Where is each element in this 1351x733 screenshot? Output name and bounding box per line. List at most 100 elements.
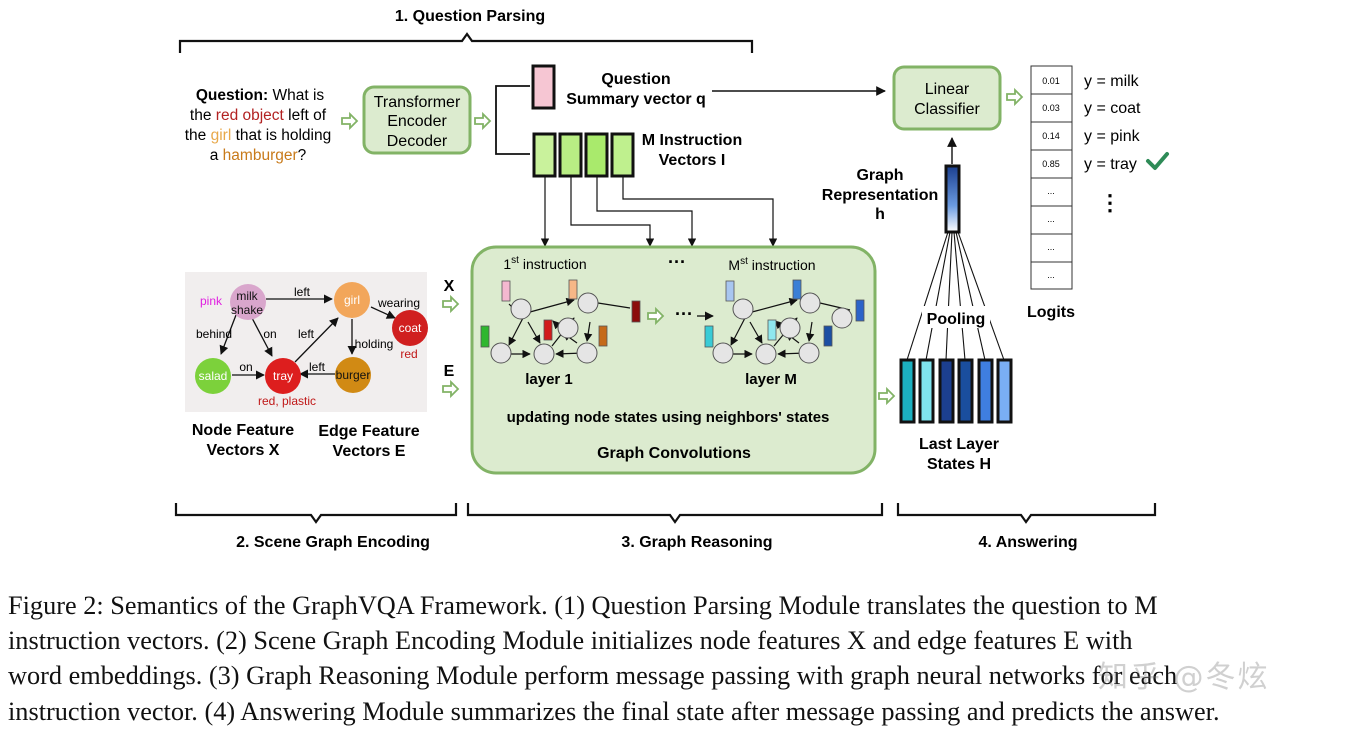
arrow-x-to-gc xyxy=(442,294,460,314)
last-layer-label-2: States H xyxy=(927,456,991,473)
instruction-vectors-label-2: Vectors I xyxy=(659,152,726,169)
section-title-answering: 4. Answering xyxy=(979,534,1078,551)
arrow-classifier-to-logits xyxy=(1006,87,1024,107)
caption-line: instruction vectors. (2) Scene Graph Enc… xyxy=(8,626,1133,656)
section-title-question-parsing: 1. Question Parsing xyxy=(395,8,545,25)
layer1-label: layer 1 xyxy=(525,371,573,388)
transformer-encoder-decoder-box: Transformer Encoder Decoder xyxy=(362,85,472,155)
brace-question-parsing xyxy=(178,32,754,53)
svg-text:on: on xyxy=(263,327,276,341)
svg-text:milk: milk xyxy=(236,289,258,303)
instruction-arrows xyxy=(540,176,778,247)
logit-cell: 0.03 xyxy=(1042,103,1060,113)
svg-text:salad: salad xyxy=(199,369,228,383)
last-layer-label-1: Last Layer xyxy=(919,436,999,453)
node-feature-label-2: Vectors X xyxy=(207,442,280,459)
graph-repr-label-2: Representation xyxy=(822,187,938,204)
svg-text:left: left xyxy=(309,360,326,374)
svg-text:coat: coat xyxy=(399,321,422,335)
svg-text:red, plastic: red, plastic xyxy=(258,394,316,408)
linear-classifier-box: Linear Classifier xyxy=(892,65,1002,131)
svg-text:Classifier: Classifier xyxy=(914,101,980,118)
first-instruction-label: 1st instruction xyxy=(503,255,586,272)
answer-label: y = tray xyxy=(1084,156,1137,173)
answer-label: y = pink xyxy=(1084,128,1141,145)
summary-vector-q xyxy=(531,64,556,110)
svg-text:behind: behind xyxy=(196,327,232,341)
svg-text:girl: girl xyxy=(344,293,360,307)
caption-line: word embeddings. (3) Graph Reasoning Mod… xyxy=(8,661,1178,691)
section-title-graph-reasoning: 3. Graph Reasoning xyxy=(621,534,772,551)
svg-text:left: left xyxy=(294,285,311,299)
svg-text:left: left xyxy=(298,327,315,341)
edge-feature-label-1: Edge Feature xyxy=(318,423,419,440)
instruction-vectors-label-1: M Instruction xyxy=(642,132,742,149)
svg-text:holding: holding xyxy=(355,337,394,351)
answers-vdots: ⋮ xyxy=(1099,190,1121,215)
question-line2: the red object left of xyxy=(190,107,327,124)
dots-top: ··· xyxy=(668,252,686,272)
answer-label: y = milk xyxy=(1084,73,1140,90)
svg-text:shake: shake xyxy=(231,303,263,317)
pooling-lines xyxy=(906,231,1005,361)
checkmark-icon xyxy=(1146,152,1169,170)
section-title-scene-graph-encoding: 2. Scene Graph Encoding xyxy=(236,534,430,551)
pooling-label-bg xyxy=(922,306,990,328)
graph-repr-label-1: Graph xyxy=(856,167,903,184)
svg-text:burger: burger xyxy=(336,368,371,382)
logits-column: 0.01 0.03 0.14 0.85 ... ... ... ... xyxy=(1030,65,1073,290)
last-layer-states xyxy=(899,358,1013,424)
svg-text:on: on xyxy=(239,360,252,374)
question-line1: Question: What is xyxy=(196,87,325,104)
layerM-graph xyxy=(704,279,865,365)
logit-cell: 0.01 xyxy=(1042,76,1060,86)
graphvqa-diagram: 1. Question Parsing Question: What is th… xyxy=(174,8,1169,551)
svg-text:Transformer: Transformer xyxy=(374,94,461,111)
graph-representation-vector xyxy=(944,164,961,234)
graph-convolutions-title: Graph Convolutions xyxy=(597,445,751,462)
question-line3: the girl that is holding xyxy=(185,127,332,144)
brace-scene-graph-encoding xyxy=(174,503,458,524)
question-line4: a hamburger? xyxy=(210,147,307,164)
arrow-e-to-gc xyxy=(442,379,460,399)
svg-text:tray: tray xyxy=(273,369,293,383)
logit-cell: ... xyxy=(1047,214,1055,224)
logit-cell: 0.14 xyxy=(1042,131,1060,141)
scene-graph: milk shake girl coat salad tray burger p… xyxy=(185,272,428,412)
graph-repr-label-3: h xyxy=(875,206,885,223)
watermark: 知乎 @冬炫 xyxy=(1098,660,1270,695)
answer-label: y = coat xyxy=(1084,100,1141,117)
instruction-vectors xyxy=(532,132,635,178)
svg-text:wearing: wearing xyxy=(377,296,420,310)
svg-text:pink: pink xyxy=(200,294,223,308)
logit-cell: ... xyxy=(1047,186,1055,196)
mst-instruction-label: Mst instruction xyxy=(728,256,815,273)
summary-vector-label-2: Summary vector q xyxy=(566,91,706,108)
encoder-split-bracket xyxy=(495,85,530,155)
svg-text:Decoder: Decoder xyxy=(387,133,448,150)
node-feature-label-1: Node Feature xyxy=(192,422,294,439)
caption-line: Figure 2: Semantics of the GraphVQA Fram… xyxy=(8,591,1158,620)
caption-line: instruction vector. (4) Answering Module… xyxy=(8,696,1220,726)
logit-cell: 0.85 xyxy=(1042,159,1060,169)
arrow-encoder-to-vectors xyxy=(474,111,492,131)
pooling-label: Pooling xyxy=(927,311,986,328)
svg-text:Linear: Linear xyxy=(925,81,970,98)
dots-mid: ··· xyxy=(675,304,693,324)
brace-answering xyxy=(896,503,1157,524)
layer1-graph xyxy=(480,279,641,365)
figure-caption: Figure 2: Semantics of the GraphVQA Fram… xyxy=(8,588,1344,729)
logit-cell: ... xyxy=(1047,242,1055,252)
arrow-gc-to-states xyxy=(878,386,896,406)
logits-label: Logits xyxy=(1027,304,1075,321)
svg-text:red: red xyxy=(400,347,417,361)
svg-text:Encoder: Encoder xyxy=(387,113,447,130)
updating-label: updating node states using neighbors' st… xyxy=(507,409,830,426)
arrow-layer1-to-layerM xyxy=(647,306,665,326)
e-label: E xyxy=(444,363,455,380)
logit-cell: ... xyxy=(1047,270,1055,280)
arrow-question-to-encoder xyxy=(341,111,359,131)
brace-graph-reasoning xyxy=(466,503,884,524)
edge-feature-label-2: Vectors E xyxy=(333,443,406,460)
summary-vector-label-1: Question xyxy=(601,71,670,88)
